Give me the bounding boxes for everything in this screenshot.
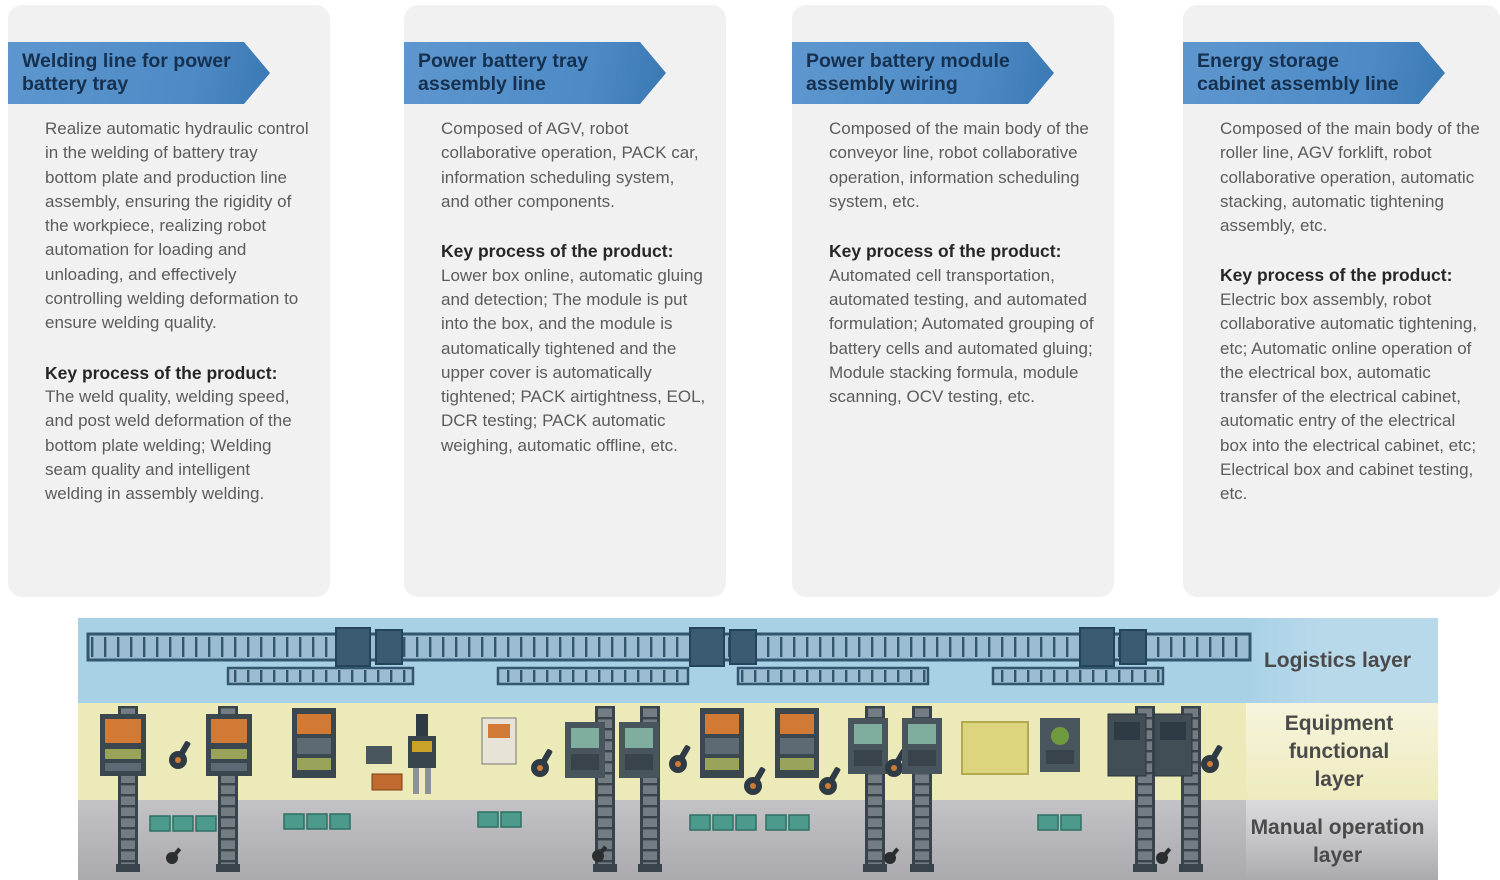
- logistics-conveyor-icon: [86, 627, 1252, 686]
- card-title: Energy storage cabinet assembly line: [1197, 50, 1399, 95]
- layer-label-equipment: Equipment functional layer: [1284, 712, 1394, 791]
- key-process-label: Key process of the product:: [45, 362, 278, 383]
- conveyor-machine-icons: [335, 627, 1147, 667]
- layer-label-manual: Manual operation layer: [1250, 816, 1425, 867]
- green-robot-station-icon: [1040, 718, 1080, 772]
- dark-station-icons: [1107, 713, 1193, 777]
- pallet-icons: [149, 811, 1082, 832]
- key-process-label: Key process of the product:: [441, 241, 674, 262]
- card-banner: Power battery tray assembly line: [404, 42, 666, 104]
- card-description: Composed of AGV, robot collaborative ope…: [441, 119, 699, 211]
- card-description: Composed of the main body of the conveyo…: [829, 119, 1089, 211]
- workstation-icons: [100, 708, 1224, 795]
- card-description: Composed of the main body of the roller …: [1220, 119, 1480, 236]
- card-title: Welding line for power battery tray: [22, 50, 231, 95]
- key-process-text: Lower box online, automatic gluing and d…: [441, 265, 706, 455]
- card-module-assembly-wiring: Power battery module assembly wiring Com…: [792, 5, 1114, 597]
- factory-layout: Logistics layer Equipment functional lay…: [78, 618, 1438, 880]
- vertical-conveyor-icons: [116, 706, 1203, 872]
- key-process-text: Automated cell transportation, automated…: [829, 265, 1094, 407]
- agv-forklift-icon: [408, 714, 436, 794]
- card-body: Composed of AGV, robot collaborative ope…: [404, 117, 726, 458]
- card-description: Realize automatic hydraulic control in t…: [45, 119, 309, 333]
- card-title: Power battery module assembly wiring: [806, 50, 1010, 95]
- key-process-label: Key process of the product:: [1220, 265, 1453, 286]
- key-process-text: Electric box assembly, robot collaborati…: [1220, 289, 1478, 504]
- factory-illustration: [86, 627, 1252, 872]
- layer-label-logistics: Logistics layer: [1263, 649, 1412, 672]
- staging-area-icon: [961, 721, 1029, 775]
- operator-icons: [166, 845, 1172, 864]
- card-banner: Power battery module assembly wiring: [792, 42, 1054, 104]
- card-storage-cabinet-line: Energy storage cabinet assembly line Com…: [1183, 5, 1500, 597]
- card-body: Realize automatic hydraulic control in t…: [8, 117, 330, 507]
- card-tray-assembly-line: Power battery tray assembly line Compose…: [404, 5, 726, 597]
- card-welding-line: Welding line for power battery tray Real…: [8, 5, 330, 597]
- card-banner: Energy storage cabinet assembly line: [1183, 42, 1445, 104]
- card-body: Composed of the main body of the roller …: [1183, 117, 1500, 507]
- key-process-label: Key process of the product:: [829, 241, 1062, 262]
- card-banner: Welding line for power battery tray: [8, 42, 270, 104]
- card-title: Power battery tray assembly line: [418, 50, 589, 95]
- key-process-text: The weld quality, welding speed, and pos…: [45, 387, 292, 504]
- card-body: Composed of the main body of the conveyo…: [792, 117, 1114, 409]
